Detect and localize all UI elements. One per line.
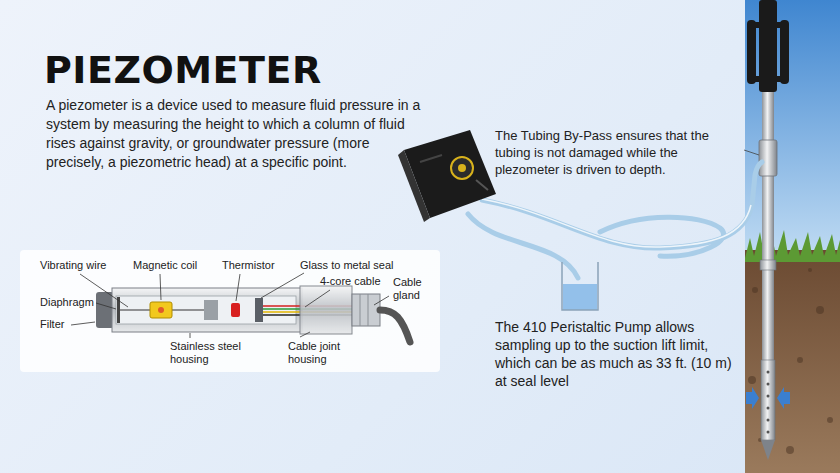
- part-label: Stainless steel housing: [170, 340, 260, 366]
- note-text: The Tubing By-Pass ensures that the tubi…: [495, 127, 740, 178]
- tubing-shine: [482, 199, 751, 247]
- part-label: Diaphragm: [40, 296, 94, 309]
- figure-panel: [20, 250, 440, 372]
- description-text: A piezometer is a device used to measure…: [46, 96, 426, 172]
- drive-probe: [747, 0, 789, 460]
- part-label: Filter: [40, 318, 64, 331]
- soil-grain: [748, 268, 833, 454]
- part-label: Glass to metal seal: [300, 259, 394, 272]
- soil: [745, 250, 840, 473]
- part-label: Magnetic coil: [133, 259, 197, 272]
- part-label: Cable joint housing: [288, 340, 368, 366]
- page-title: PIEZOMETER: [44, 48, 322, 92]
- beaker: [562, 262, 598, 310]
- tubing: [468, 162, 762, 278]
- note-text: The 410 Peristaltic Pump allows sampling…: [495, 318, 740, 390]
- part-label: Cable gland: [393, 276, 431, 302]
- sensor-cutaway: [96, 286, 410, 342]
- leader-line: [744, 150, 759, 155]
- part-label: 4-core cable: [320, 275, 381, 288]
- part-label: Vibrating wire: [40, 259, 106, 272]
- pressure-arrows: [746, 387, 790, 409]
- peristaltic-pump: [398, 130, 496, 222]
- grass: [745, 230, 840, 262]
- sky: [745, 0, 840, 250]
- leader-lines: [71, 273, 389, 338]
- part-label: Thermistor: [222, 259, 275, 272]
